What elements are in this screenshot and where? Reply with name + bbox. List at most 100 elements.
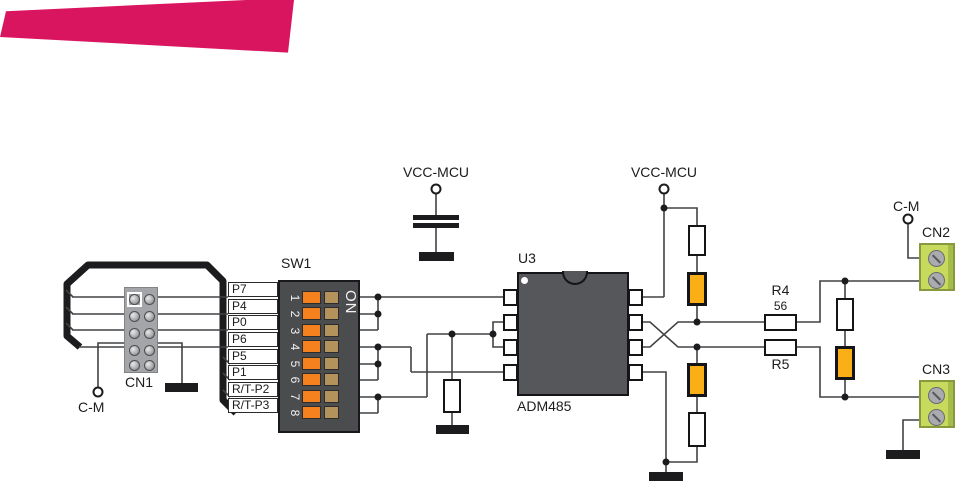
cn1-pin (129, 294, 140, 305)
cn1-pin (129, 345, 140, 356)
yellow-component-bottom (687, 363, 707, 397)
resistor-vcc-top (688, 225, 706, 256)
r4-ref-label: R4 (771, 282, 790, 298)
u3-part-label: ADM485 (517, 398, 572, 414)
sw1-switch-1[interactable] (302, 291, 321, 304)
u3-pin (628, 289, 643, 306)
terminal-circle (92, 386, 104, 398)
sw1-number: 4 (288, 343, 302, 351)
cn1-pin (144, 311, 155, 322)
ground-icon (649, 472, 683, 481)
terminal-circles (92, 183, 914, 398)
cn1-pin (144, 328, 155, 339)
sw1-switch-3-slot (324, 324, 339, 337)
sw1-switch-7[interactable] (302, 390, 321, 403)
junction-dots (374, 204, 849, 466)
sw1-switch-1-slot (324, 291, 339, 304)
cn2-label: CN2 (922, 224, 951, 240)
sw1-switch-3[interactable] (302, 324, 321, 337)
sw1-switch-4-slot (324, 340, 339, 353)
net-label-p0: P0 (228, 315, 278, 330)
cn1-pin (144, 360, 155, 371)
u3-pin (628, 314, 643, 331)
resistor-term-top (836, 298, 854, 331)
u3-pin (503, 289, 518, 306)
cn2-cm-label: C-M (893, 198, 920, 214)
ground-icon (165, 383, 198, 392)
terminal-circle (430, 183, 442, 195)
net-label-text: P4 (232, 299, 247, 313)
u3-pin (503, 364, 518, 381)
sw1-switch-2-slot (324, 307, 339, 320)
sw1-switch-5[interactable] (302, 357, 321, 370)
terminal-block-cn2 (919, 243, 955, 291)
cn1-pin1-marker (127, 292, 142, 307)
net-label-text: P7 (232, 282, 247, 296)
u3-pin1-dot (521, 277, 528, 284)
cn1-label: CN1 (125, 374, 154, 390)
net-label-p4: P4 (228, 299, 278, 314)
sw1-number: 8 (288, 409, 302, 417)
net-label-p5: P5 (228, 349, 278, 364)
sw1-switch-8[interactable] (302, 406, 321, 419)
net-label-text: R/T-P3 (232, 398, 270, 412)
net-label-rtp3: R/T-P3 (228, 398, 278, 413)
cn3-label: CN3 (922, 361, 951, 377)
net-label-text: P0 (232, 315, 247, 329)
yellow-component-top (687, 272, 707, 306)
resistor-gnd-bottom (688, 412, 706, 447)
screw-slot (931, 412, 942, 423)
screw-icon (928, 272, 945, 289)
resistor-r4 (764, 314, 797, 331)
sw1-switch-6[interactable] (302, 373, 321, 386)
u3-pin (503, 314, 518, 331)
sw1-switch-8-slot (324, 406, 339, 419)
u3-pin (503, 339, 518, 356)
screw-slot (931, 253, 942, 264)
screw-icon (928, 250, 945, 267)
cn1-cm-label: C-M (78, 399, 105, 415)
net-label-text: R/T-P2 (232, 382, 270, 396)
sw1-switch-5-slot (324, 357, 339, 370)
wires (65, 194, 919, 472)
u3-pin (628, 364, 643, 381)
vcc-mcu-right-label: VCC-MCU (630, 164, 698, 180)
net-label-text: P1 (232, 365, 247, 379)
sw1-switch-6-slot (324, 373, 339, 386)
cable-bundle-outline (63, 261, 239, 416)
cn1-pin (129, 360, 140, 371)
dip-switch-sw1: 1 2 3 4 5 6 7 8 ON (278, 280, 360, 433)
terminal-circle (658, 183, 670, 195)
sw1-label: SW1 (281, 255, 312, 271)
net-label-text: P6 (232, 332, 247, 346)
yellow-component-term (835, 346, 855, 380)
net-label-p6: P6 (228, 332, 278, 347)
r4-value-label: 56 (773, 299, 788, 313)
sw1-number: 5 (288, 360, 302, 368)
ground-icon (436, 425, 469, 434)
sw1-on-label: ON (342, 290, 359, 315)
r5-ref-label: R5 (771, 356, 790, 372)
net-label-text: P5 (232, 349, 247, 363)
sw1-number: 2 (288, 310, 302, 318)
sw1-switch-7-slot (324, 390, 339, 403)
screw-slot (931, 390, 942, 401)
sw1-switch-4[interactable] (302, 340, 321, 353)
terminal-block-cn3 (919, 380, 955, 428)
ic-u3-adm485 (517, 272, 629, 396)
u3-pin (628, 339, 643, 356)
resistor-r5 (764, 339, 797, 356)
sw1-switch-2[interactable] (302, 307, 321, 320)
sw1-number: 3 (288, 327, 302, 335)
cn1-pin (144, 345, 155, 356)
screw-icon (928, 387, 945, 404)
screw-icon (928, 409, 945, 426)
ground-icon (886, 450, 920, 459)
resistor-pulldown (443, 379, 461, 413)
capacitor-icon (413, 215, 459, 228)
connector-cn1 (124, 287, 158, 373)
cn1-pin (144, 294, 155, 305)
sw1-number: 7 (288, 393, 302, 401)
